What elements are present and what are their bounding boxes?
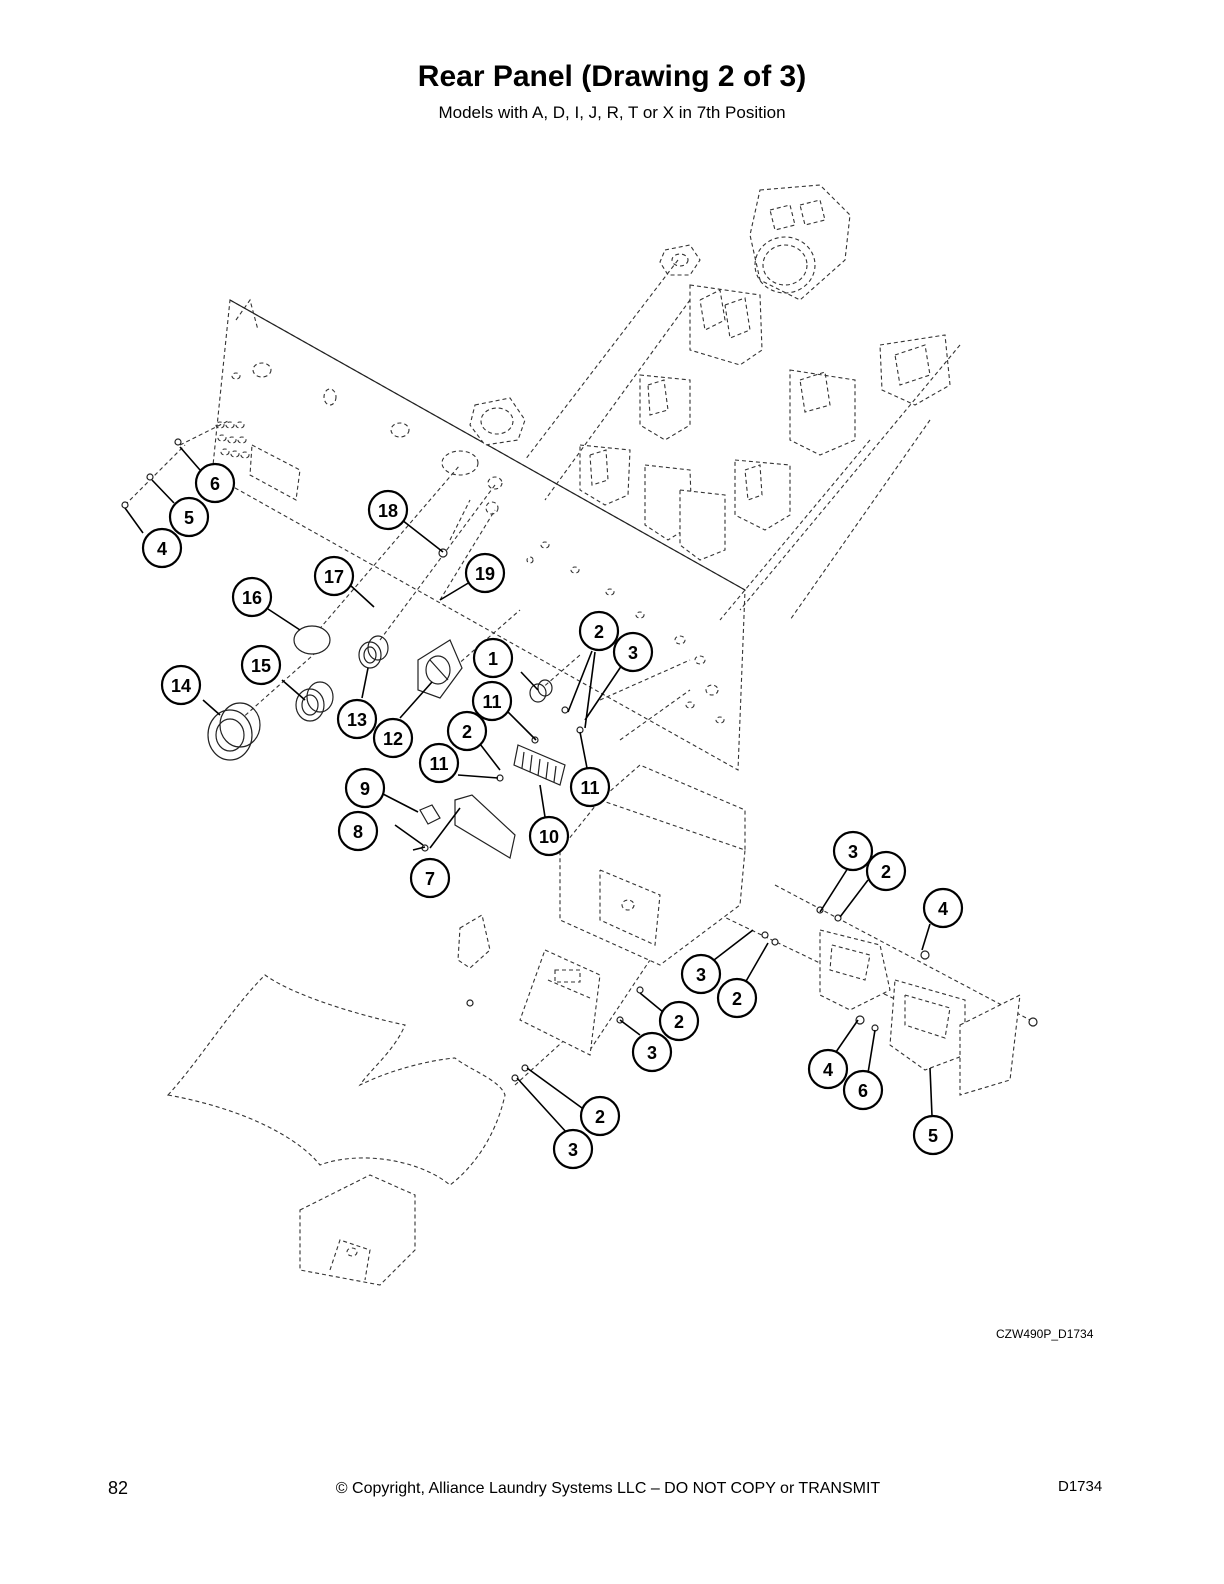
- callout-3c: 3: [680, 953, 722, 995]
- callout-5b: 5: [912, 1114, 954, 1156]
- callout-11c: 11: [569, 766, 611, 808]
- callout-3d: 3: [631, 1031, 673, 1073]
- svg-text:7: 7: [425, 869, 435, 889]
- svg-text:3: 3: [628, 643, 638, 663]
- lower-electrical-box: [559, 764, 746, 966]
- gasket-rings: [469, 244, 701, 446]
- cord-grip-13: [358, 635, 389, 669]
- svg-text:19: 19: [475, 564, 495, 584]
- page-title: Rear Panel (Drawing 2 of 3): [417, 60, 807, 93]
- svg-text:4: 4: [938, 899, 948, 919]
- callout-3e: 3: [552, 1128, 594, 1170]
- callout-1: 1: [472, 637, 514, 679]
- callout-7: 7: [409, 857, 451, 899]
- callout-3b: 3: [832, 830, 874, 872]
- switch-9: [419, 804, 441, 825]
- contactor-group: [579, 284, 951, 561]
- callout-11b: 11: [418, 742, 460, 784]
- svg-text:4: 4: [157, 539, 167, 559]
- callout-2d: 2: [716, 977, 758, 1019]
- svg-text:9: 9: [360, 779, 370, 799]
- cord-grip-15: [295, 681, 334, 722]
- svg-text:6: 6: [858, 1081, 868, 1101]
- svg-text:3: 3: [647, 1043, 657, 1063]
- svg-text:2: 2: [732, 989, 742, 1009]
- svg-text:14: 14: [171, 676, 191, 696]
- svg-text:5: 5: [184, 508, 194, 528]
- callout-4c: 4: [807, 1048, 849, 1090]
- svg-text:1: 1: [488, 649, 498, 669]
- disconnect-switch-12: [417, 639, 463, 699]
- callout-2a: 2: [578, 610, 620, 652]
- svg-text:3: 3: [696, 965, 706, 985]
- callout-2e: 2: [658, 1000, 700, 1042]
- svg-text:18: 18: [378, 501, 398, 521]
- callout-14: 14: [160, 664, 202, 706]
- terminal-strip-10: [513, 744, 566, 786]
- callout-6a: 6: [194, 462, 236, 504]
- svg-text:8: 8: [353, 822, 363, 842]
- callout-4b: 4: [922, 887, 964, 929]
- callout-bubbles: 1 2 3 4 5 6 7 8 9 10 11 11 11 12 13 14 1…: [141, 462, 964, 1170]
- callout-2f: 2: [579, 1095, 621, 1137]
- callout-13: 13: [336, 698, 378, 740]
- svg-text:2: 2: [881, 862, 891, 882]
- svg-text:2: 2: [595, 1107, 605, 1127]
- svg-text:11: 11: [482, 692, 501, 712]
- callout-10: 10: [528, 815, 570, 857]
- callout-11a: 11: [471, 680, 513, 722]
- hinge-bracket: [457, 914, 491, 1007]
- page-number: 82: [108, 1478, 129, 1498]
- page-subtitle: Models with A, D, I, J, R, T or X in 7th…: [438, 103, 786, 122]
- svg-text:2: 2: [594, 622, 604, 642]
- svg-text:5: 5: [928, 1126, 938, 1146]
- transformer-right-lower: [889, 979, 1021, 1096]
- svg-text:3: 3: [848, 842, 858, 862]
- svg-text:15: 15: [251, 656, 271, 676]
- leader-lines: [124, 446, 933, 1134]
- callout-9: 9: [344, 767, 386, 809]
- bracket-7: [454, 794, 516, 859]
- rear-panel-plate: [211, 298, 746, 771]
- callout-17: 17: [313, 555, 355, 597]
- svg-text:13: 13: [347, 710, 367, 730]
- callout-15: 15: [240, 644, 282, 686]
- callout-4a: 4: [141, 527, 183, 569]
- callout-8: 8: [337, 810, 379, 852]
- callout-5a: 5: [168, 496, 210, 538]
- svg-text:11: 11: [580, 778, 599, 798]
- control-box: [519, 949, 601, 1056]
- callout-3a: 3: [612, 631, 654, 673]
- callout-2b: 2: [446, 710, 488, 752]
- svg-text:16: 16: [242, 588, 262, 608]
- callout-16: 16: [231, 576, 273, 618]
- copyright-notice: © Copyright, Alliance Laundry Systems LL…: [335, 1480, 881, 1497]
- svg-text:3: 3: [568, 1140, 578, 1160]
- top-receptacle: [749, 184, 851, 301]
- callout-18: 18: [367, 489, 409, 531]
- svg-text:10: 10: [539, 827, 559, 847]
- svg-text:17: 17: [324, 567, 344, 587]
- callout-6b: 6: [842, 1069, 884, 1111]
- svg-text:4: 4: [823, 1060, 833, 1080]
- svg-text:2: 2: [462, 722, 472, 742]
- plug-16: [293, 625, 331, 655]
- machine-cabinet-outline: [166, 974, 506, 1286]
- document-code: D1734: [1058, 1478, 1103, 1495]
- svg-text:11: 11: [429, 754, 448, 774]
- drawing-code: CZW490P_D1734: [996, 1327, 1094, 1341]
- transformer-right-upper: [819, 929, 891, 1011]
- callout-2c: 2: [865, 850, 907, 892]
- callout-19: 19: [464, 552, 506, 594]
- callout-12: 12: [372, 717, 414, 759]
- svg-text:2: 2: [674, 1012, 684, 1032]
- svg-text:12: 12: [383, 729, 403, 749]
- svg-text:6: 6: [210, 474, 220, 494]
- fitting-1: [529, 679, 553, 703]
- cord-grip-14: [207, 702, 261, 761]
